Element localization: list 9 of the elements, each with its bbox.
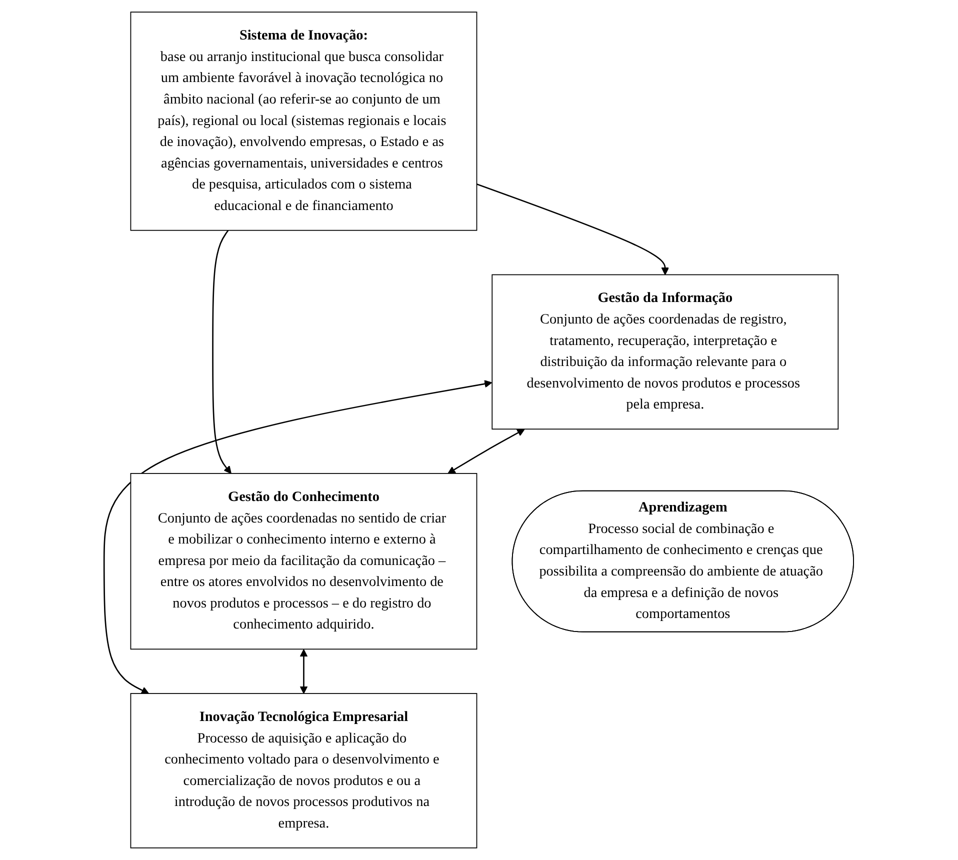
arrow: [212, 230, 232, 474]
node-box: Sistema de Inovação: base ou arranjo institucional que busca consolidar um ambiente favorável à inovação tecnológica no âmbito nacional (ao referir-se ao conjunto de um país), regional ou local (sistemas regionais e locais de inovação), envolvendo empresas, o Estado e as agências governamentais, universidades e centros de pesquisa, articulados com o sistema educacional e de financiamento: [130, 12, 478, 231]
arrow: [300, 649, 308, 694]
node-box: Gestão do Conhecimento Conjunto de ações coordenadas no sentido de criar e mobilizar o conhecimento interno e externo à empresa por meio da facilitação da comunicação – entre os atores envolvidos no desenvolvimento de novos produtos e processos – e do registro do conhecimento adquirido.: [130, 473, 478, 650]
node-box: Inovação Tecnológica Empresarial Processo de aquisição e aplicação do conhecimento voltado para o desenvolvimento e comercialização de novos produtos e ou a introdução de novos processos produtivos na empresa.: [130, 693, 478, 848]
arrow: [448, 428, 525, 474]
arrow: [104, 380, 492, 694]
arrow: [476, 183, 670, 276]
node-box: Gestão da Informação Conjunto de ações coordenadas de registro, tratamento, recuperação, interpretação e distribuição da informação relevante para o desenvolvimento de novos produtos e processos pela empresa.: [492, 274, 839, 430]
